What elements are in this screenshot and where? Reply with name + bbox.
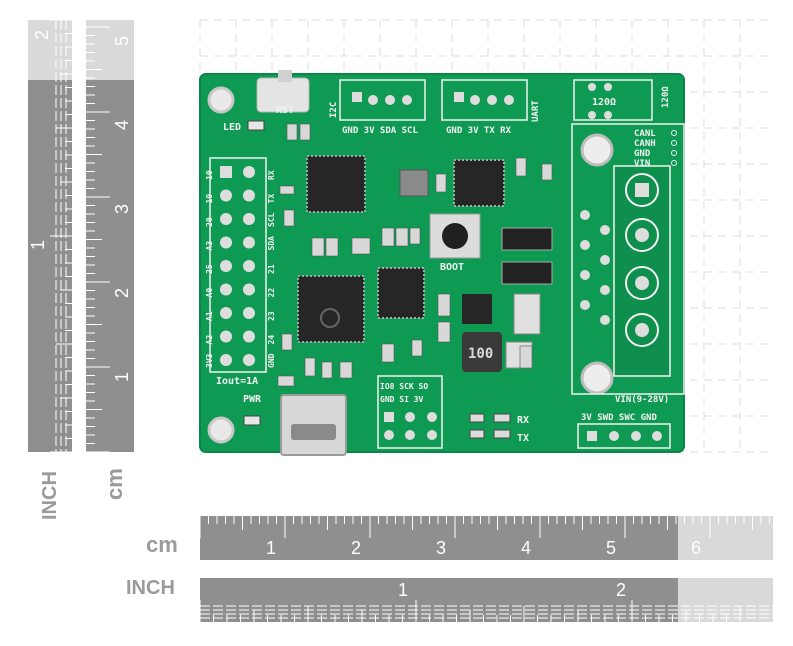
resistor-120-label-b: 120Ω xyxy=(661,86,671,108)
regulator-chip xyxy=(462,294,492,324)
bottom-inch-caption: INCH xyxy=(126,577,175,599)
left-inch-caption: INCH xyxy=(39,471,61,520)
mounting-hole-top-right xyxy=(580,133,614,167)
gpio-left-label: 20 xyxy=(205,217,214,227)
left-cm-number-4: 4 xyxy=(112,120,132,130)
led-component xyxy=(247,120,265,131)
led-label: LED xyxy=(223,122,241,133)
mounting-hole-bottom-right xyxy=(580,361,614,395)
inductor-component xyxy=(462,332,502,372)
bottom-cm-number-5: 5 xyxy=(606,538,616,558)
gpio-left-label: 3V3 xyxy=(205,353,214,368)
gpio-right-label: RX xyxy=(267,170,276,180)
gpio-left-label: 19 xyxy=(205,194,214,204)
gpio-right-label: 23 xyxy=(267,311,276,321)
boot-label: BOOT xyxy=(440,262,464,273)
can-label-canh: CANH xyxy=(634,139,656,149)
left-cm-number-3: 3 xyxy=(112,204,132,214)
diode-2 xyxy=(501,261,553,285)
resistor-120-label-a: 120Ω xyxy=(592,97,616,108)
tx-label: TX xyxy=(517,433,529,444)
bottom-cm-caption: cm xyxy=(146,532,178,557)
inductor-label: 100 xyxy=(468,346,493,362)
rst-label: RST xyxy=(276,105,294,116)
spi-bottom-labels: GND SI 3V xyxy=(380,395,424,404)
crystal-component xyxy=(399,169,429,197)
tx-led-2 xyxy=(493,429,511,439)
gpio-right-label: TX xyxy=(267,194,276,204)
can-label-canl: CANL xyxy=(634,129,656,139)
usb-connector xyxy=(280,394,347,456)
left-inch-number-2: 2 xyxy=(32,30,52,40)
left-inch-ruler: 1 2 xyxy=(28,19,72,453)
diode-1 xyxy=(501,227,553,251)
bottom-cm-number-4: 4 xyxy=(521,538,531,558)
uart-pin-labels: GND 3V TX RX xyxy=(446,126,512,136)
can-label-gnd: GND xyxy=(634,149,651,159)
mounting-hole-bottom-left xyxy=(207,416,235,444)
uart-connector xyxy=(441,79,528,121)
left-cm-caption: cm xyxy=(102,468,127,500)
can-label-vin: VIN xyxy=(634,159,650,169)
gpio-right-label: GND xyxy=(267,353,276,368)
main-mcu-chip xyxy=(297,275,365,343)
capacitor-1 xyxy=(513,293,541,335)
vin-range-label: VIN(9-28V) xyxy=(615,395,669,405)
gpio-left-label: A3 xyxy=(205,241,214,251)
gpio-left-label: A2 xyxy=(205,335,214,345)
spi-top-labels: IO8 SCK SO xyxy=(380,382,428,391)
gpio-right-label: SCL xyxy=(267,212,276,227)
pwr-led xyxy=(243,415,261,426)
boot-button xyxy=(429,213,481,259)
bottom-inch-number-2: 2 xyxy=(616,580,626,600)
tx-led xyxy=(469,429,485,439)
bottom-inch-number-1: 1 xyxy=(398,580,408,600)
left-inch-number-1: 1 xyxy=(28,240,48,250)
usb-uart-chip xyxy=(306,155,366,213)
bottom-cm-number-6: 6 xyxy=(691,538,701,558)
iout-label: Iout=1A xyxy=(216,376,258,387)
rx-label: RX xyxy=(517,415,529,426)
reset-switch xyxy=(256,70,310,113)
gpio-right-label: SDA xyxy=(267,236,276,251)
rx-led xyxy=(469,413,485,423)
gpio-right-label: 24 xyxy=(267,335,276,345)
pcb-board: RST LED I2C GND 3V SDA SCL UART GND 3V T… xyxy=(199,70,685,456)
bottom-cm-ruler: 1 2 3 4 5 6 xyxy=(199,516,779,560)
left-cm-number-1: 1 xyxy=(112,372,132,382)
bottom-inch-ruler: 1 2 xyxy=(199,578,773,622)
can-transceiver-chip xyxy=(453,159,505,207)
left-cm-number-2: 2 xyxy=(112,288,132,298)
gpio-left-label: A0 xyxy=(205,288,214,298)
jumper-120-a xyxy=(573,79,653,121)
gpio-left-label: 10 xyxy=(205,170,214,180)
bottom-cm-number-2: 2 xyxy=(351,538,361,558)
gpio-right-label: 22 xyxy=(267,288,276,298)
i2c-connector xyxy=(339,79,426,121)
can-terminal-block xyxy=(571,123,685,395)
smd-components xyxy=(277,123,553,387)
bottom-cm-number-3: 3 xyxy=(436,538,446,558)
gpio-right-label: 21 xyxy=(267,264,276,274)
gpio-left-label: A1 xyxy=(205,311,214,321)
swd-header xyxy=(577,423,671,449)
rx-led-2 xyxy=(493,413,511,423)
spi-header xyxy=(377,375,443,449)
i2c-pin-labels: GND 3V SDA SCL xyxy=(342,126,418,136)
left-cm-number-5: 5 xyxy=(112,36,132,46)
left-cm-ruler: 5 4 3 2 1 xyxy=(86,20,134,453)
mounting-hole-top-left xyxy=(207,86,235,114)
uart-label: UART xyxy=(531,100,541,122)
flash-chip xyxy=(377,267,425,319)
bottom-cm-number-1: 1 xyxy=(266,538,276,558)
swd-labels: 3V SWD SWC GND xyxy=(581,413,657,423)
i2c-label: I2C xyxy=(329,102,339,118)
gpio-left-label: 25 xyxy=(205,264,214,274)
pwr-label: PWR xyxy=(243,394,262,405)
